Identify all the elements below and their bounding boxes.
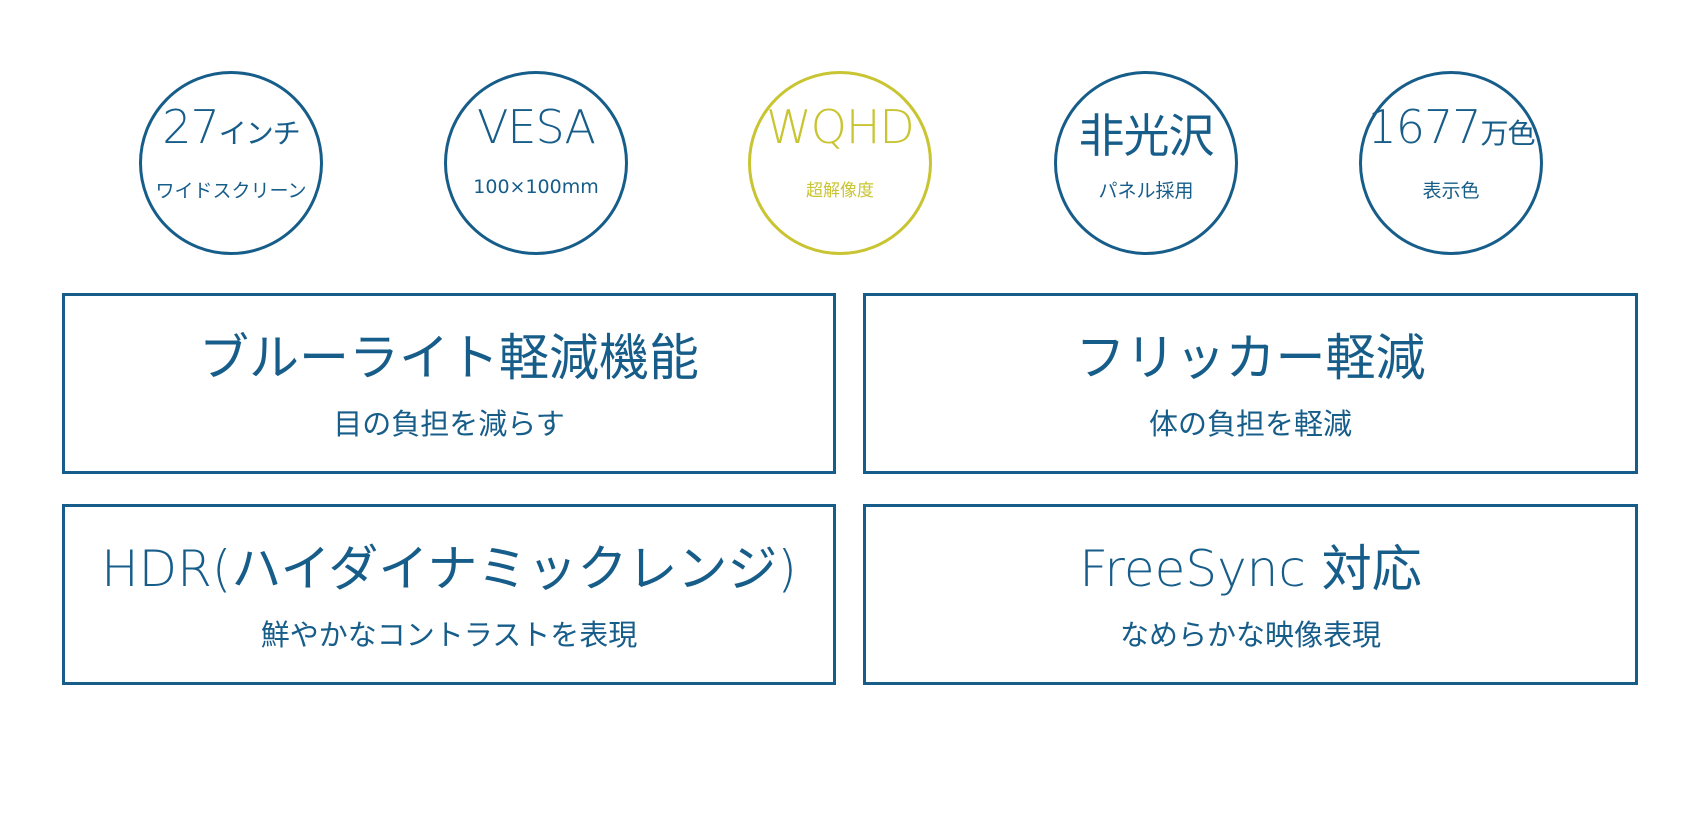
badge-wqhd: WQHD 超解像度 [748, 71, 932, 255]
feature-caption: なめらかな映像表現 [1119, 618, 1381, 652]
feature-hdr: HDR(ハイダイナミックレンジ) 鮮やかなコントラストを表現 [62, 504, 836, 685]
feature-freesync: FreeSync 対応 なめらかな映像表現 [863, 504, 1638, 685]
feature-caption: 体の負担を軽減 [1148, 407, 1352, 441]
feature-flicker: フリッカー軽減 体の負担を軽減 [863, 293, 1638, 474]
badge-caption: パネル採用 [1098, 180, 1194, 202]
badge-vesa: VESA 100×100mm [444, 71, 628, 255]
feature-caption: 鮮やかなコントラストを表現 [260, 618, 638, 652]
badge-caption: 100×100mm [473, 176, 599, 198]
badge-non-glare: 非光沢 パネル採用 [1054, 71, 1238, 255]
badge-screen-size: 27インチ ワイドスクリーン [139, 71, 323, 255]
feature-title: HDR(ハイダイナミックレンジ) [101, 540, 797, 598]
feature-title: ブルーライト軽減機能 [199, 329, 699, 387]
badge-caption: ワイドスクリーン [155, 180, 307, 202]
badge-value: VESA [476, 100, 596, 154]
feature-blue-light: ブルーライト軽減機能 目の負担を減らす [62, 293, 836, 474]
feature-title: フリッカー軽減 [1075, 329, 1426, 387]
badge-value: 27 [162, 100, 220, 154]
badge-colors: 1677万色 表示色 [1359, 71, 1543, 255]
feature-title: FreeSync 対応 [1079, 540, 1422, 598]
badge-unit: 万色 [1480, 117, 1536, 150]
badge-value: 1677 [1367, 100, 1481, 154]
badge-value: WQHD [766, 100, 915, 154]
badge-caption: 超解像度 [806, 181, 874, 201]
badge-caption: 表示色 [1422, 180, 1480, 202]
feature-caption: 目の負担を減らす [333, 407, 565, 441]
badge-value: 非光沢 [1078, 109, 1215, 163]
badge-unit: インチ [218, 117, 301, 150]
